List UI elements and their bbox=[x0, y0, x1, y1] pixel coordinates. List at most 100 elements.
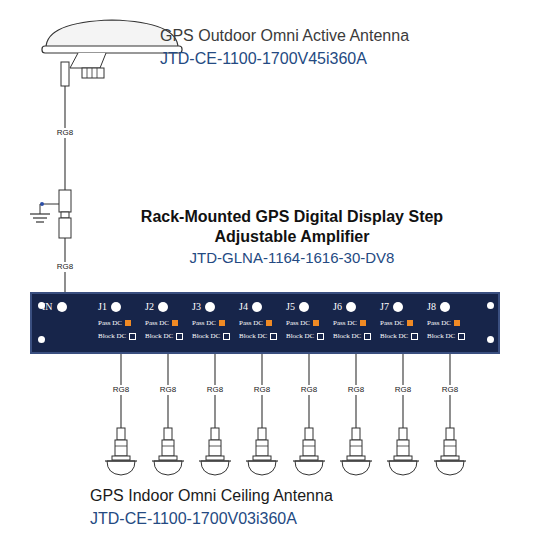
dc-option: Pass DC bbox=[239, 318, 263, 328]
cable-label: RG8 bbox=[300, 385, 318, 395]
dc-option: Block DC bbox=[192, 331, 220, 341]
dc-option: Block DC bbox=[145, 331, 173, 341]
port-connector bbox=[299, 302, 309, 312]
model-number: JTD-CE-1100-1700V45i360A bbox=[160, 47, 409, 70]
port-connector bbox=[111, 302, 121, 312]
port-block: J1Pass DC Block DC bbox=[98, 294, 144, 352]
group-caption: GPS Indoor Omni Ceiling AntennaJTD-CE-11… bbox=[90, 484, 333, 530]
dc-option: Block DC bbox=[286, 331, 314, 341]
port-name: J7 bbox=[380, 302, 389, 312]
checkbox-empty bbox=[223, 333, 230, 340]
port-block: J3Pass DCBlock DC bbox=[192, 294, 238, 352]
dc-option: Block DC bbox=[333, 331, 361, 341]
port-connector bbox=[205, 302, 215, 312]
port-row: Block DC bbox=[192, 331, 230, 341]
port-connector bbox=[57, 302, 67, 312]
checkbox-checked bbox=[360, 320, 366, 326]
port-name: J1 bbox=[98, 302, 107, 312]
checkbox-empty bbox=[317, 333, 324, 340]
port-block: J2Pass DC Block DC bbox=[145, 294, 191, 352]
dc-option: Pass DC bbox=[427, 318, 451, 328]
cable-label: RG8 bbox=[394, 385, 412, 395]
port-row: Block DC bbox=[380, 331, 418, 341]
checkbox-checked bbox=[454, 320, 460, 326]
port-block: J4Pass DC Block DC bbox=[239, 294, 285, 352]
port-block: J6Pass DC Block DC bbox=[333, 294, 379, 352]
port-row: Pass DC bbox=[380, 318, 413, 328]
port-row: J2 bbox=[145, 302, 168, 312]
checkbox-checked bbox=[219, 320, 225, 326]
checkbox-checked bbox=[407, 320, 413, 326]
amplifier-caption: Rack-Mounted GPS Digital Display Step Ad… bbox=[112, 207, 472, 269]
cable-label: RG8 bbox=[441, 385, 459, 395]
port-connector bbox=[346, 302, 356, 312]
port-row: Pass DC bbox=[427, 318, 460, 328]
checkbox-empty bbox=[129, 333, 136, 340]
mount-hole bbox=[38, 336, 45, 343]
cable-label: RG8 bbox=[56, 262, 74, 272]
checkbox-empty bbox=[176, 333, 183, 340]
port-row: Pass DC bbox=[286, 318, 319, 328]
port-row: Pass DC bbox=[192, 318, 225, 328]
port-name: J4 bbox=[239, 302, 248, 312]
cable-label: RG8 bbox=[56, 128, 74, 138]
checkbox-empty bbox=[364, 333, 371, 340]
amplifier-panel: Rack-Mounted GPS Digital Display Step Ad… bbox=[30, 292, 500, 354]
dc-option: Pass DC bbox=[192, 318, 216, 328]
lightning-arrester bbox=[30, 190, 71, 238]
port-row: Block DC bbox=[286, 331, 324, 341]
port-row: Block DC bbox=[239, 331, 277, 341]
cable-label: RG8 bbox=[253, 385, 271, 395]
port-connector bbox=[158, 302, 168, 312]
dc-option: Pass DC bbox=[333, 318, 357, 328]
port-row: J4 bbox=[239, 302, 262, 312]
port-name: J6 bbox=[333, 302, 342, 312]
dc-option: Pass DC bbox=[98, 318, 122, 328]
port-name: J8 bbox=[427, 302, 436, 312]
port-block: J7Pass DC Block DC bbox=[380, 294, 426, 352]
checkbox-checked bbox=[266, 320, 272, 326]
dc-option: Block DC bbox=[427, 331, 455, 341]
port-name: J5 bbox=[286, 302, 295, 312]
outdoor-antenna-block: GPS Outdoor Omni Active AntennaJTD-CE-11… bbox=[40, 18, 510, 86]
model-number: JTD-GLNA-1164-1616-30-DV8 bbox=[112, 247, 472, 269]
checkbox-checked bbox=[125, 320, 131, 326]
checkbox-empty bbox=[458, 333, 465, 340]
antenna-name: GPS Indoor Omni Ceiling Antenna bbox=[90, 484, 333, 507]
checkbox-empty bbox=[411, 333, 418, 340]
checkbox-checked bbox=[313, 320, 319, 326]
antenna-caption: GPS Outdoor Omni Active AntennaJTD-CE-11… bbox=[160, 24, 409, 70]
amplifier-title: Rack-Mounted GPS Digital Display Step Ad… bbox=[112, 207, 472, 247]
dc-option: Block DC bbox=[380, 331, 408, 341]
dc-option: Block DC bbox=[239, 331, 267, 341]
port-row: Block DC bbox=[427, 331, 465, 341]
cable-label: RG8 bbox=[347, 385, 365, 395]
cable-label: RG8 bbox=[112, 385, 130, 395]
port-row: IN bbox=[42, 302, 67, 312]
ceiling-antenna-row bbox=[105, 428, 466, 475]
mount-hole bbox=[487, 302, 494, 309]
port-block: J5Pass DC Block DC bbox=[286, 294, 332, 352]
mount-hole bbox=[487, 336, 494, 343]
dc-option: Pass DC bbox=[380, 318, 404, 328]
port-row: J7 bbox=[380, 302, 403, 312]
cable-label: RG8 bbox=[159, 385, 177, 395]
checkbox-empty bbox=[270, 333, 277, 340]
dc-option: Pass DC bbox=[286, 318, 310, 328]
port-row: Block DC bbox=[333, 331, 371, 341]
port-row: Pass DC bbox=[145, 318, 178, 328]
dc-option: Block DC bbox=[98, 331, 126, 341]
cable-label: RG8 bbox=[206, 385, 224, 395]
port-row: Block DC bbox=[145, 331, 183, 341]
port-row: J6 bbox=[333, 302, 356, 312]
port-row: Pass DC bbox=[333, 318, 366, 328]
port-row: J8 bbox=[427, 302, 450, 312]
port-row: J1 bbox=[98, 302, 121, 312]
port-block: IN bbox=[42, 294, 88, 352]
port-name: J2 bbox=[145, 302, 154, 312]
port-row: J5 bbox=[286, 302, 309, 312]
port-connector bbox=[440, 302, 450, 312]
model-number: JTD-CE-1100-1700V03i360A bbox=[90, 507, 333, 530]
port-row: Block DC bbox=[98, 331, 136, 341]
